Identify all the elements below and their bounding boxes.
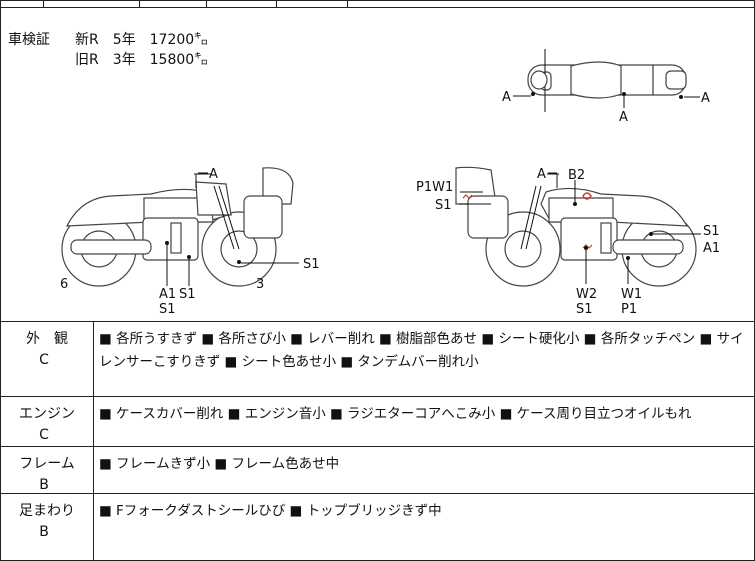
label-top-a-left: A: [502, 90, 511, 105]
damage-mark-w2: [582, 244, 593, 249]
inspection-record: 車検証 新R 5年 17200㌔ 旧R 3年 15800㌔: [8, 30, 208, 70]
damage-mark-p1w1: [462, 194, 473, 199]
row-category: エンジン: [19, 406, 75, 422]
row-notes: ■ フレームきず小 ■ フレーム色あせ中: [99, 456, 340, 472]
top-view-bike: [527, 49, 687, 112]
label-right-s1-top: S1: [703, 224, 720, 239]
row-grade: B: [39, 524, 49, 540]
label-left-mirror-a: A: [209, 167, 218, 182]
row-notes: ■ 各所うすきず ■ 各所さび小 ■ レバー削れ ■ 樹脂部色あせ ■ シート硬…: [99, 331, 744, 370]
label-right-p1: P1: [621, 302, 637, 317]
label-left-s1-b: S1: [179, 287, 196, 302]
label-right-a1: A1: [703, 241, 720, 256]
row-notes: ■ Fフォークダストシールひび ■ トップブリッジきず中: [99, 503, 442, 519]
inspection-label: 車検証: [8, 32, 50, 48]
header-strip: [1, 1, 754, 8]
row-grade: C: [39, 352, 49, 368]
label-top-a-right: A: [701, 91, 710, 106]
label-left-a1: A1: [159, 287, 176, 302]
label-right-b2: B2: [568, 168, 585, 183]
damage-mark-b2: [582, 192, 592, 200]
row-category: 足まわり: [19, 503, 75, 519]
label-left-s1-c: S1: [159, 302, 176, 317]
label-left-6: 6: [60, 277, 68, 292]
label-left-s1: S1: [303, 257, 320, 272]
right-side-bike: [455, 166, 697, 287]
label-left-3: 3: [256, 277, 264, 292]
label-right-w1: W1: [621, 287, 642, 302]
label-right-p1w1: P1W1: [416, 180, 453, 195]
motorcycle-diagrams: A A A: [60, 49, 720, 317]
label-top-a-mid: A: [619, 110, 628, 125]
label-right-s1: S1: [435, 198, 452, 213]
row-category: 外 観: [26, 331, 68, 347]
row-grade: C: [39, 427, 49, 443]
row-exterior: 外 観 C ■ 各所うすきず ■ 各所さび小 ■ レバー削れ ■ 樹脂部色あせ …: [1, 322, 754, 397]
row-category: フレーム: [19, 456, 75, 472]
row-suspension: 足まわり B ■ Fフォークダストシールひび ■ トップブリッジきず中: [1, 494, 754, 560]
row-notes: ■ ケースカバー削れ ■ エンジン音小 ■ ラジエターコアへこみ小 ■ ケース周…: [99, 406, 692, 422]
label-right-w2: W2: [576, 287, 597, 302]
inspection-new: 新R 5年 17200㌔: [75, 32, 209, 48]
damage-diagram: 車検証 新R 5年 17200㌔ 旧R 3年 15800㌔ A A: [1, 8, 754, 322]
label-right-s1-bottom: S1: [576, 302, 593, 317]
left-side-bike: [61, 167, 294, 287]
inspection-old: 旧R 3年 15800㌔: [75, 52, 209, 68]
label-right-mirror-a: A: [537, 167, 546, 182]
row-frame: フレーム B ■ フレームきず小 ■ フレーム色あせ中: [1, 447, 754, 494]
row-engine: エンジン C ■ ケースカバー削れ ■ エンジン音小 ■ ラジエターコアへこみ小…: [1, 397, 754, 447]
row-grade: B: [39, 477, 49, 493]
